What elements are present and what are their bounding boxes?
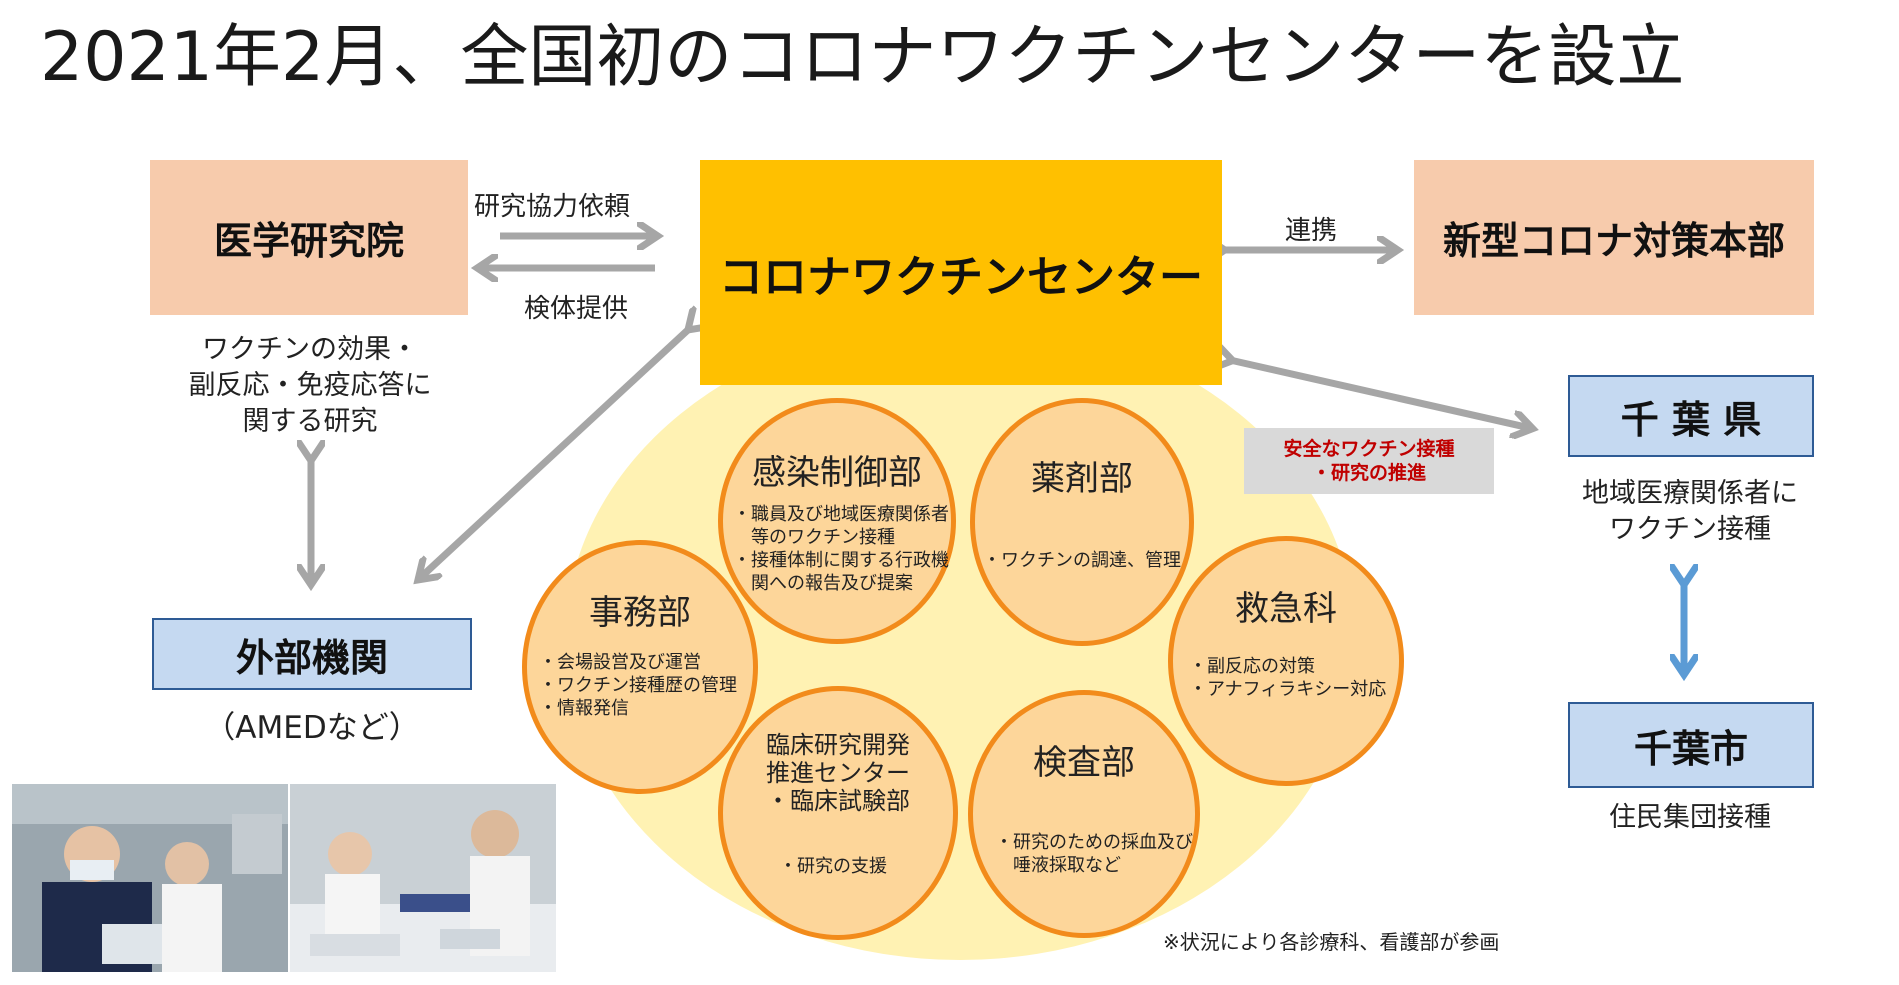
- prefecture-box: 千 葉 県: [1568, 375, 1814, 457]
- infection-control-circle: 感染制御部 ・職員及び地域医療関係者 等のワクチン接種 ・接種体制に関する行政機…: [718, 398, 956, 644]
- center-external-arrow: [420, 328, 690, 578]
- highlight-banner: 安全なワクチン接種 ・研究の推進: [1244, 428, 1494, 494]
- specimen-label: 検体提供: [524, 294, 629, 324]
- institute-box: 医学研究院: [150, 160, 468, 315]
- external-box: 外部機関: [152, 618, 472, 690]
- vaccination-photo-1: [12, 784, 288, 972]
- vaccine-center-box: コロナワクチンセンター: [700, 160, 1222, 385]
- request-label: 研究協力依頼: [474, 192, 631, 222]
- page-title: 2021年2月、全国初のコロナワクチンセンターを設立: [40, 18, 1685, 97]
- vaccination-photo-2: [290, 784, 556, 972]
- external-note: （AMEDなど）: [204, 710, 420, 746]
- dept-name: 臨床研究開発 推進センター ・臨床試験部: [766, 731, 910, 815]
- prefecture-note: 地域医療関係者に ワクチン接種: [1582, 478, 1798, 545]
- dept-name: 事務部: [589, 593, 691, 633]
- dept-name: 薬剤部: [1031, 459, 1133, 499]
- city-note: 住民集団接種: [1609, 802, 1771, 833]
- dept-name: 救急科: [1235, 589, 1337, 629]
- administration-circle: 事務部 ・会場設営及び運営 ・ワクチン接種歴の管理 ・情報発信: [522, 540, 758, 794]
- center-prefecture-arrow: [1230, 360, 1530, 428]
- laboratory-circle: 検査部 ・研究のための採血及び 唾液採取など: [968, 690, 1200, 938]
- footnote: ※状況により各診療科、看護部が参画: [1163, 930, 1500, 954]
- emergency-circle: 救急科 ・副反応の対策 ・アナフィラキシー対応: [1168, 536, 1404, 786]
- hq-box: 新型コロナ対策本部: [1414, 160, 1814, 315]
- institute-research-caption: ワクチンの効果・ 副反応・免疫応答に 関する研究: [188, 334, 432, 437]
- pharmacy-circle: 薬剤部 ・ワクチンの調達、管理: [970, 398, 1194, 646]
- dept-name: 検査部: [1033, 743, 1135, 783]
- city-box: 千葉市: [1568, 702, 1814, 788]
- clinical-research-circle: 臨床研究開発 推進センター ・臨床試験部 ・研究の支援: [718, 686, 958, 940]
- dept-name: 感染制御部: [752, 453, 922, 493]
- link-label: 連携: [1285, 216, 1338, 246]
